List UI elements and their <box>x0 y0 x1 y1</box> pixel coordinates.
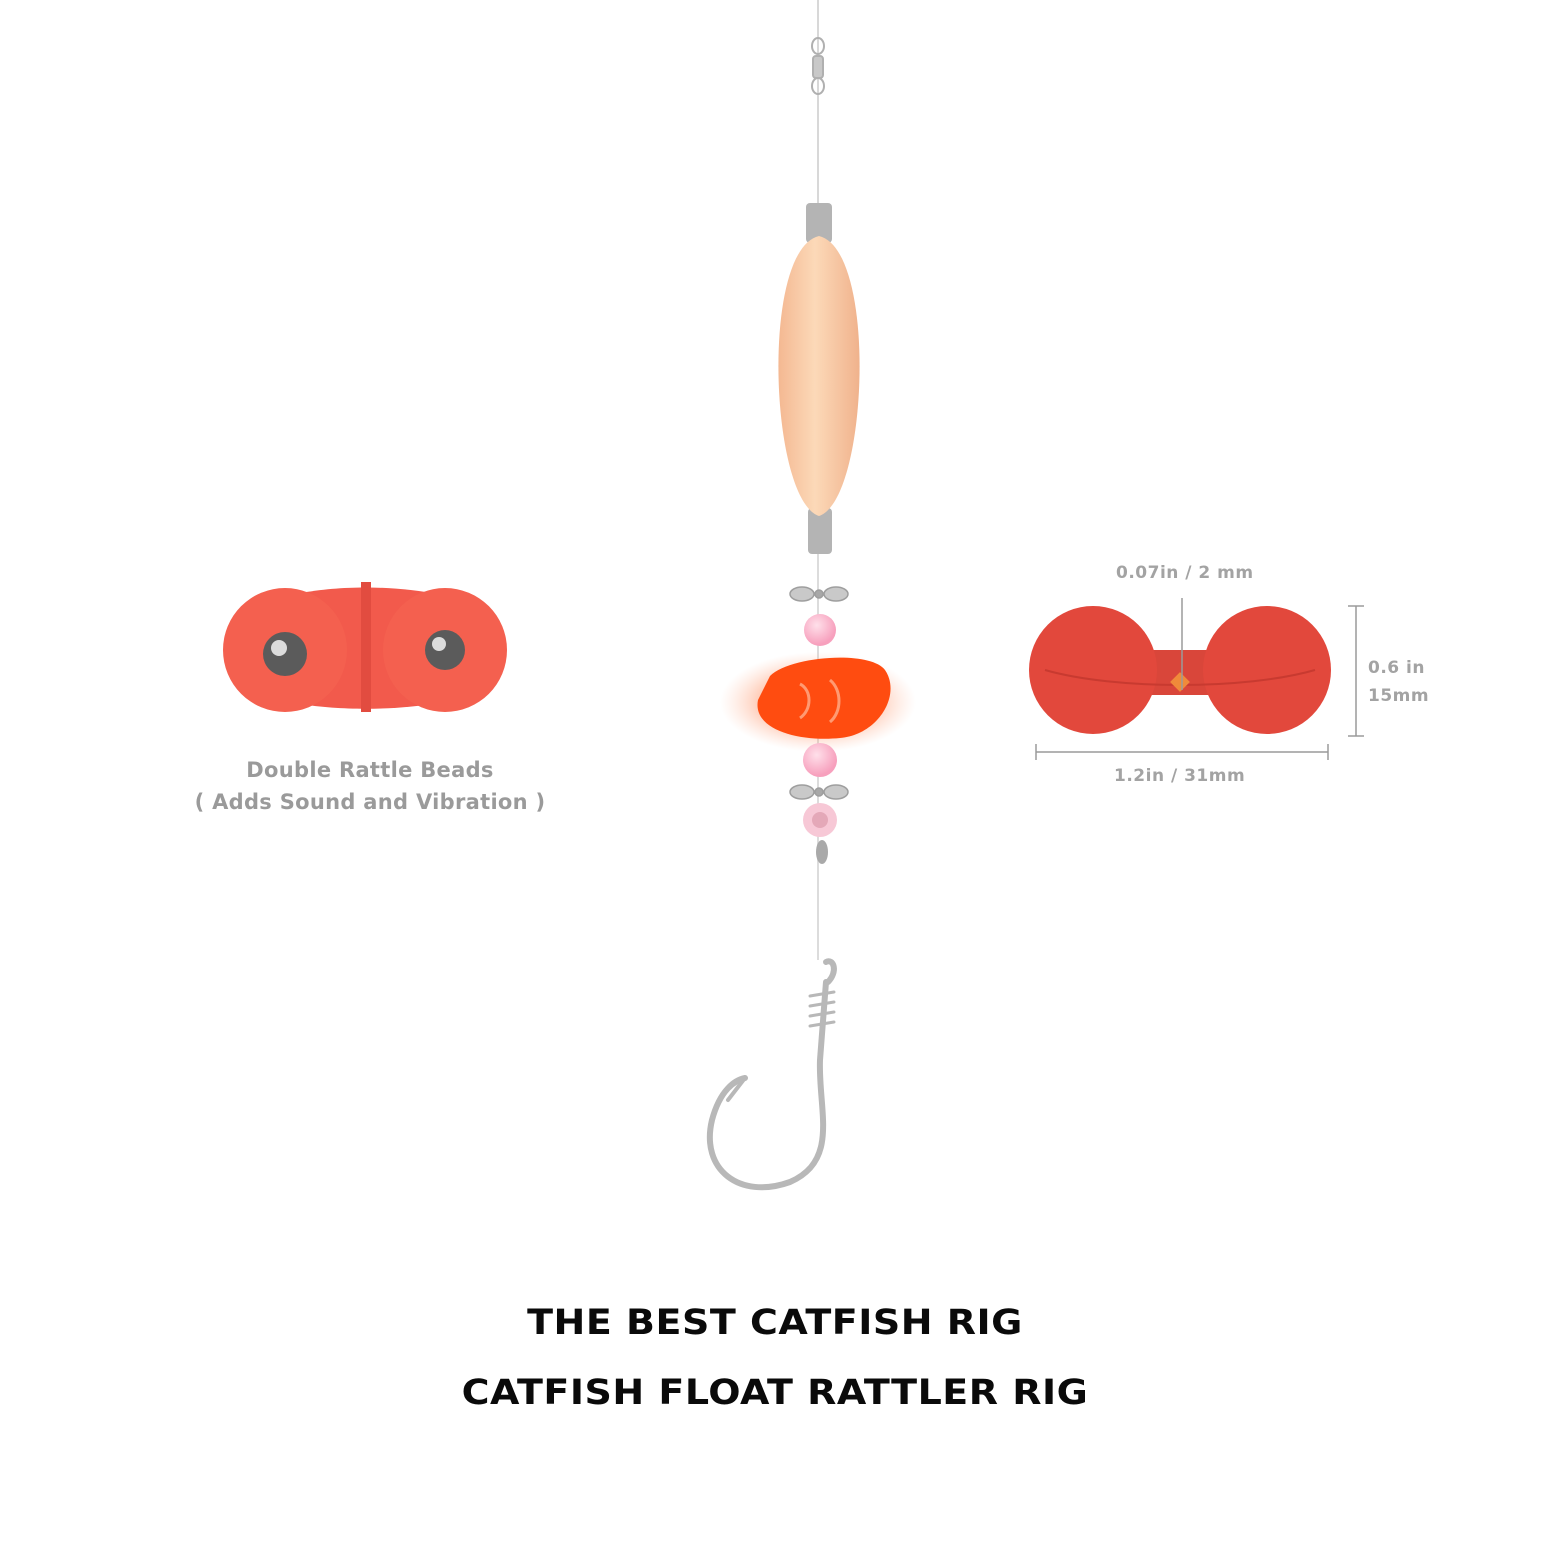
sinker-icon <box>816 840 828 864</box>
bead-caption-subtitle: ( Adds Sound and Vibration ) <box>194 790 546 814</box>
height-label-mm: 15mm <box>1368 686 1430 706</box>
propeller-icon-bottom <box>789 784 849 800</box>
pink-bead-icon-1 <box>804 614 836 646</box>
height-label-inches: 0.6 in <box>1368 658 1425 678</box>
thickness-label: 0.07in / 2 mm <box>1116 563 1254 583</box>
float-icon <box>778 203 860 554</box>
propeller-icon-top <box>789 586 849 602</box>
headline-line-2: CATFISH FLOAT RATTLER RIG <box>461 1371 1089 1413</box>
dimensioned-bead-image <box>1029 606 1331 734</box>
glass-bead-icon <box>803 803 837 837</box>
double-rattle-bead-image <box>223 582 507 712</box>
glowing-rattle-bead-icon <box>720 652 916 752</box>
headline-line-1: THE BEST CATFISH RIG <box>527 1301 1023 1343</box>
hook-icon <box>707 958 837 1191</box>
width-label: 1.2in / 31mm <box>1114 766 1246 786</box>
bead-caption-title: Double Rattle Beads <box>246 758 494 782</box>
swivel-icon <box>811 37 825 95</box>
dimension-lines <box>1035 598 1364 760</box>
pink-bead-icon-2 <box>803 743 837 777</box>
